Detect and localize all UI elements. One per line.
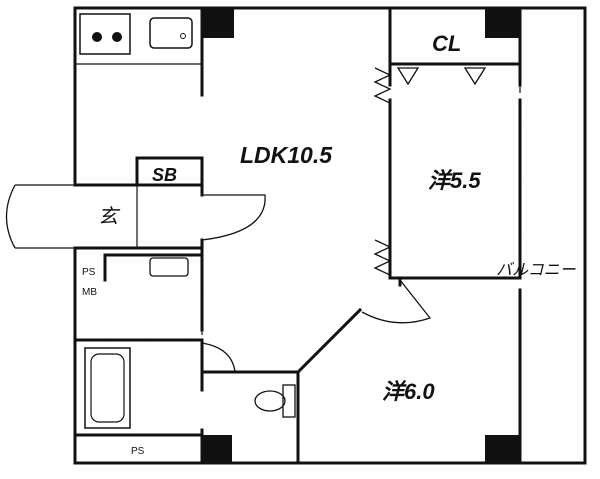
wall-shoebox <box>135 156 204 187</box>
wall-entrance <box>73 183 204 332</box>
closet-door-marker <box>463 67 487 86</box>
room-label-ldk: LDK10.5 <box>240 142 333 168</box>
label-pipe-space-bottom: PS <box>131 446 145 457</box>
kitchen-sink <box>149 17 193 49</box>
entrance-door-swing-right <box>201 194 266 241</box>
washbasin <box>149 257 189 277</box>
column <box>202 435 232 463</box>
room-label-western-a: 洋5.5 <box>428 168 481 193</box>
bedroom-b-door-swing <box>361 279 432 324</box>
outer-wall <box>73 6 587 465</box>
wall-bedroom-b-diag <box>295 307 363 375</box>
room-label-shoe-box: SB <box>152 165 177 185</box>
folding-door <box>373 67 392 104</box>
room-label-entrance: 玄 <box>98 206 121 228</box>
column <box>485 435 520 463</box>
wall-ldk-bedroom-a <box>388 6 522 280</box>
room-label-balcony: バルコニー <box>496 261 577 279</box>
toilet <box>254 384 296 418</box>
room-label-closet: CL <box>432 31 461 56</box>
folding-door <box>373 239 392 276</box>
room-label-western-b: 洋6.0 <box>382 379 435 404</box>
column <box>485 8 520 38</box>
closet-door-marker <box>396 67 420 86</box>
toilet-door-swing <box>201 342 236 373</box>
label-meter-box: MB <box>82 287 97 298</box>
entrance-door-swing <box>5 184 75 249</box>
label-pipe-space: PS <box>82 267 96 278</box>
bathtub <box>84 347 131 429</box>
kitchen-stove <box>79 13 131 55</box>
column <box>202 8 234 38</box>
